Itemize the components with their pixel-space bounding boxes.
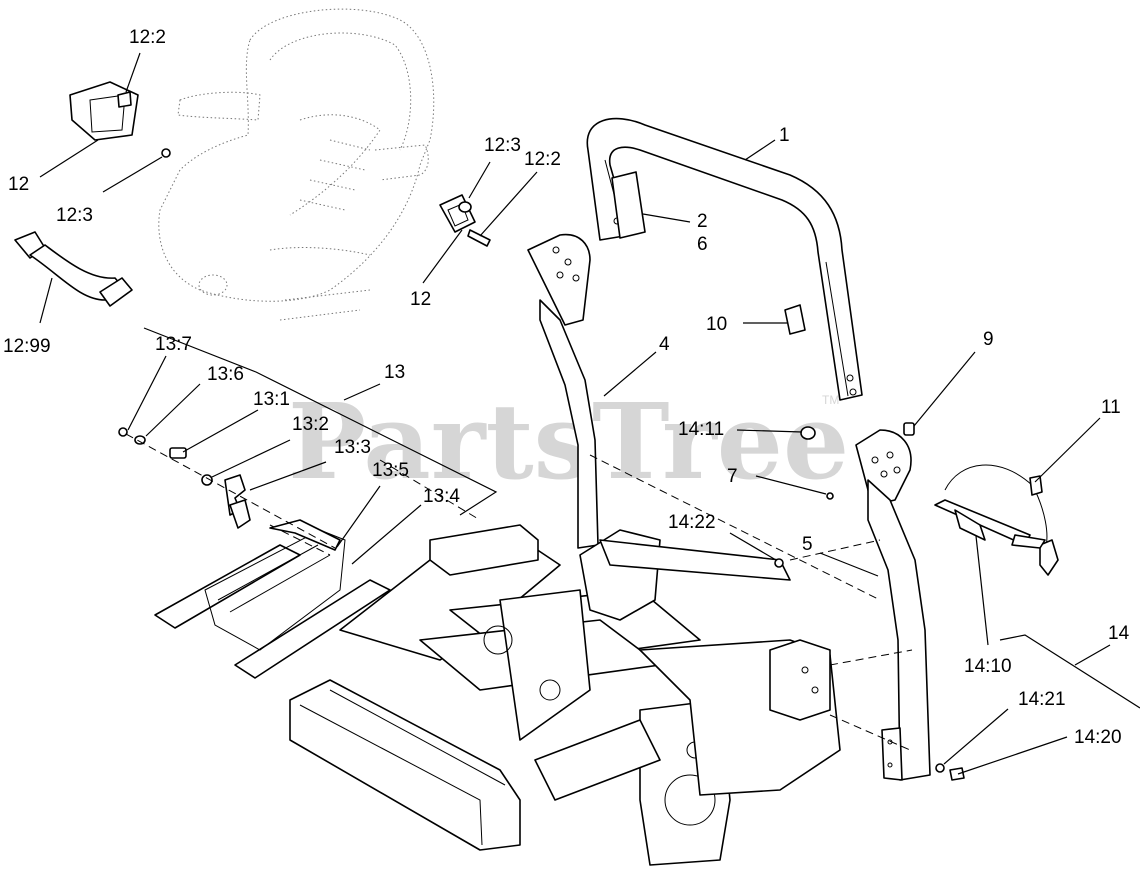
callout-6: 6 <box>697 234 708 255</box>
callout-13: 13 <box>384 362 405 383</box>
seat-belt-right <box>439 194 491 247</box>
callout-2: 2 <box>697 211 708 232</box>
callout-14-10: 14:10 <box>964 656 1012 677</box>
callout-7: 7 <box>727 466 738 487</box>
callout-12-3-right: 12:3 <box>484 135 521 156</box>
callout-9: 9 <box>983 329 994 350</box>
callout-13-1: 13:1 <box>253 389 290 410</box>
callout-labels: 12:2 12 12:3 12:99 12:3 12:2 12 1 2 6 10… <box>3 27 1130 748</box>
callout-4: 4 <box>659 334 670 355</box>
seat-belt-left <box>14 81 171 307</box>
callout-12-2-left: 12:2 <box>129 27 166 48</box>
callout-12-99: 12:99 <box>3 336 51 357</box>
callout-12-right: 12 <box>410 289 431 310</box>
callout-13-7: 13:7 <box>155 334 192 355</box>
callout-13-3: 13:3 <box>334 437 371 458</box>
roll-bar <box>586 117 863 401</box>
callout-10: 10 <box>706 314 727 335</box>
callout-13-4: 13:4 <box>423 486 460 507</box>
leader-lines <box>39 52 1140 775</box>
callout-13-5: 13:5 <box>372 460 409 481</box>
callout-11: 11 <box>1101 397 1121 418</box>
left-upright <box>527 233 599 549</box>
callout-12-3-left: 12:3 <box>56 205 93 226</box>
callout-13-6: 13:6 <box>207 364 244 385</box>
hardware-right <box>774 422 1059 781</box>
seat-mount <box>118 427 391 679</box>
callout-13-2: 13:2 <box>292 414 329 435</box>
callout-14-22: 14:22 <box>668 512 716 533</box>
callout-5: 5 <box>802 534 813 555</box>
callout-14-20: 14:20 <box>1074 727 1122 748</box>
seat-drawing <box>158 8 435 321</box>
callout-12-left: 12 <box>8 174 29 195</box>
callout-14: 14 <box>1108 623 1130 644</box>
right-upright <box>855 429 931 781</box>
watermark-tm: TM <box>822 393 839 407</box>
callout-14-11: 14:11 <box>678 419 724 440</box>
main-frame <box>269 454 913 866</box>
callout-14-21: 14:21 <box>1018 689 1066 710</box>
callout-1: 1 <box>779 125 790 146</box>
callout-12-2-right: 12:2 <box>524 149 561 170</box>
